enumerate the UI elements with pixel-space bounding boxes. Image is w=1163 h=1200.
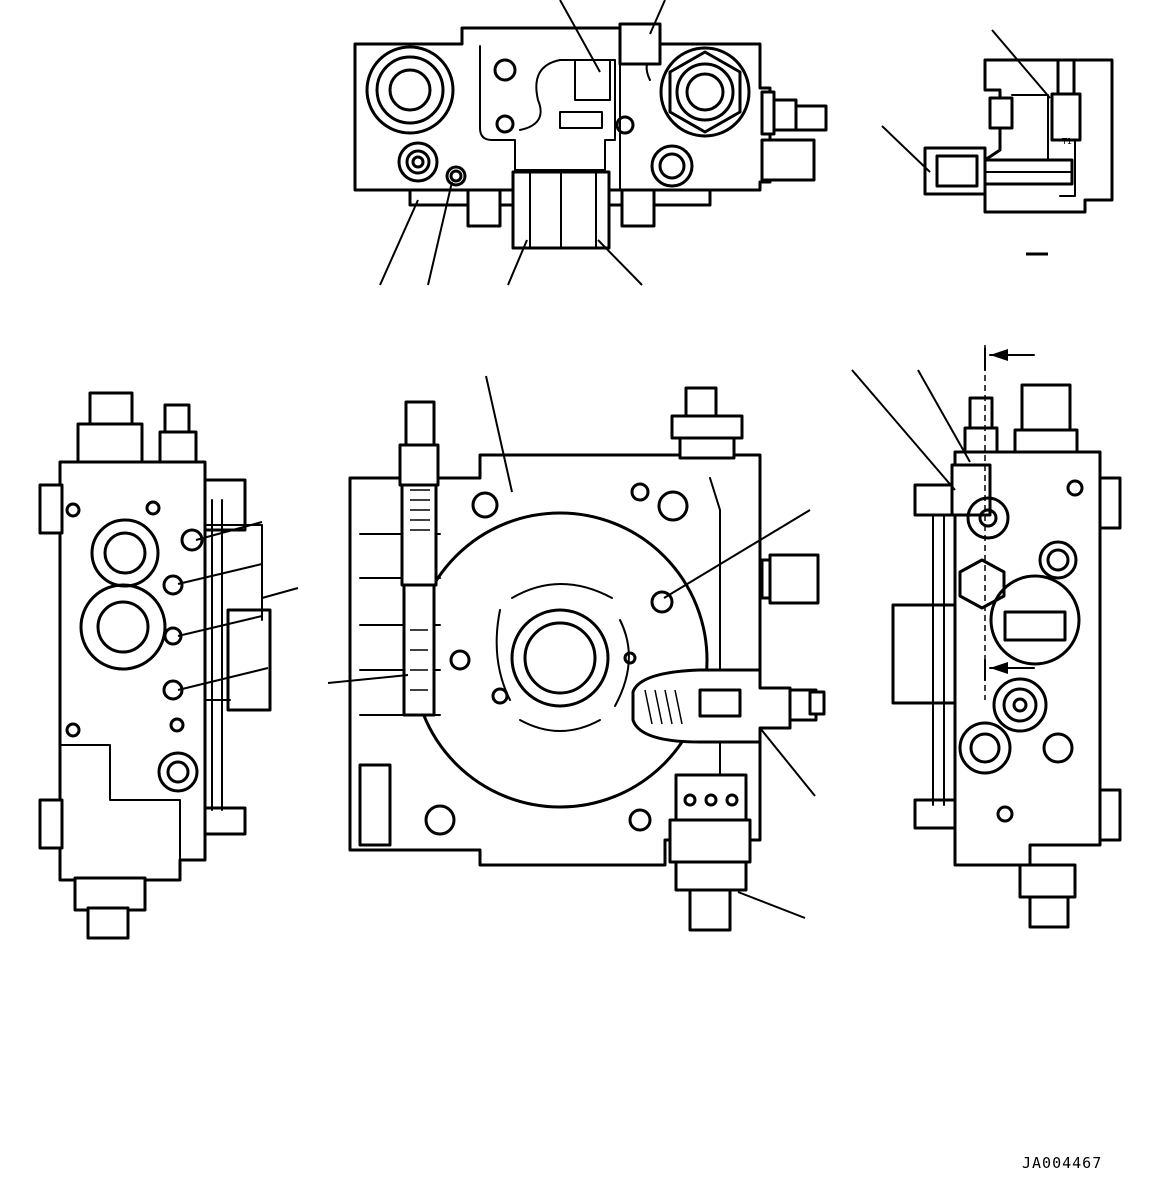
section-detail: T1 [881, 29, 1114, 256]
right-side-view [851, 345, 1122, 929]
left-side-view [38, 391, 299, 940]
port-label: T1 [1061, 137, 1072, 146]
reference-code: JA004467 [1022, 1154, 1102, 1172]
front-view [327, 375, 826, 932]
top-view [353, 0, 828, 286]
